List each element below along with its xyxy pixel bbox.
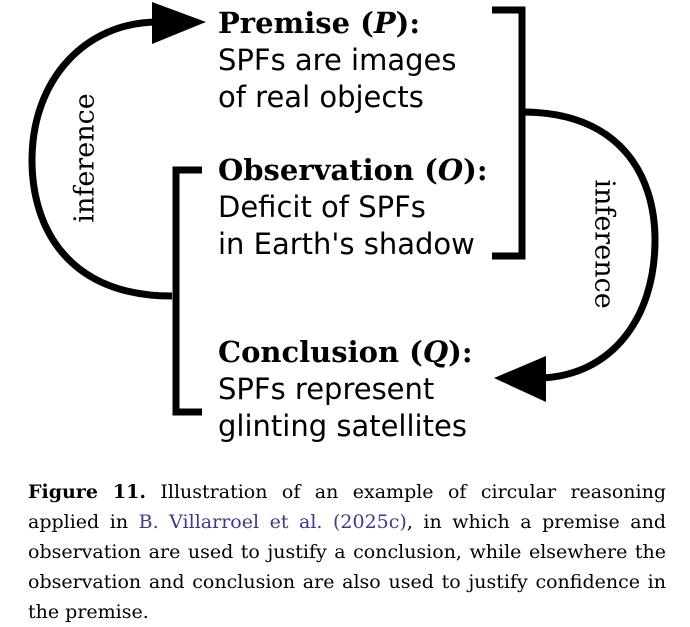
premise-line-2: of real objects	[218, 80, 424, 114]
left-inference-arrow	[28, 18, 173, 300]
conclusion-heading: Conclusion (Q):	[218, 335, 473, 369]
left-arrow-label: inference	[70, 93, 101, 222]
left-arrowhead-icon	[152, 2, 206, 44]
right-inference-arrow	[521, 108, 659, 382]
figure-caption: Figure 11. Illustration of an example of…	[28, 477, 666, 627]
conclusion-line-1: SPFs represent	[218, 372, 435, 406]
premise-heading: Premise (P):	[218, 6, 421, 40]
observation-block: Observation (O): Deficit of SPFs in Eart…	[218, 152, 488, 263]
conclusion-line-2: glinting satellites	[218, 409, 467, 443]
premise-line-1: SPFs are images	[218, 43, 457, 77]
observation-line-2: in Earth's shadow	[218, 227, 475, 261]
right-arrowhead-icon	[494, 356, 546, 402]
left-bracket	[172, 166, 202, 416]
citation-link[interactable]: B. Villarroel et al. (2025c)	[138, 511, 407, 533]
observation-heading: Observation (O):	[218, 153, 488, 187]
figure-label: Figure 11.	[28, 481, 146, 503]
right-bracket	[492, 6, 526, 260]
diagram-graphics: inference inference	[28, 2, 659, 416]
observation-line-1: Deficit of SPFs	[218, 190, 426, 224]
circular-reasoning-diagram: inference inference Premise (P): SPFs ar…	[28, 2, 659, 445]
caption-text-before-citation: Illustration of an example of circular r…	[28, 481, 666, 533]
right-arrow-label: inference	[589, 179, 620, 308]
premise-block: Premise (P): SPFs are images of real obj…	[218, 5, 456, 116]
conclusion-block: Conclusion (Q): SPFs represent glinting …	[218, 334, 473, 445]
